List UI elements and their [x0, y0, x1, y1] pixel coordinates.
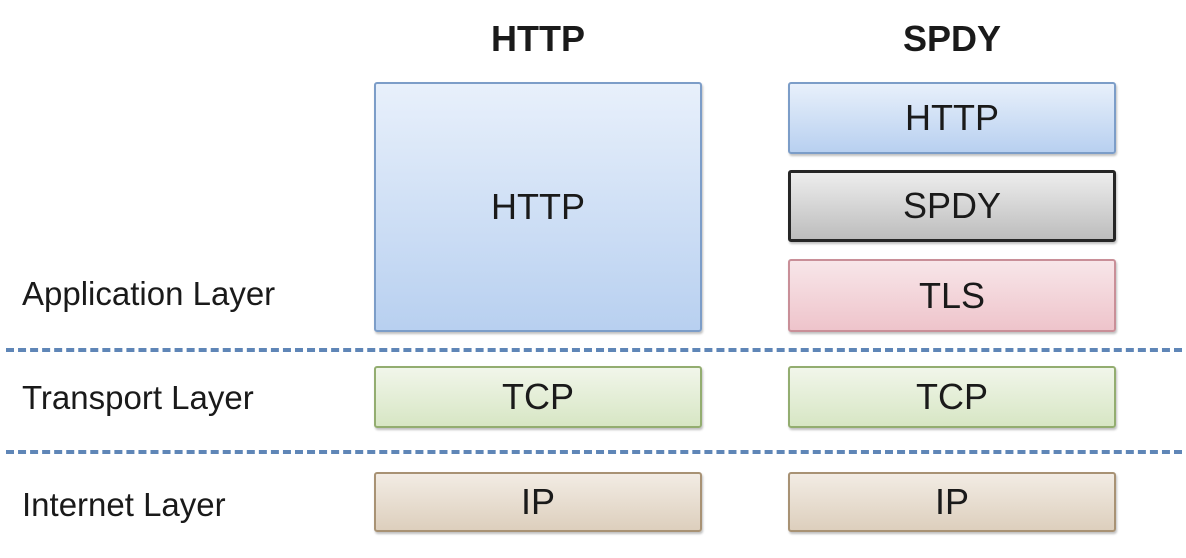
application-layer-label: Application Layer: [22, 275, 276, 312]
tls-box: TLS: [788, 259, 1116, 332]
http-ip-label: IP: [520, 481, 555, 522]
http-column-title: HTTP: [491, 18, 585, 59]
http-application-label: HTTP: [491, 186, 585, 227]
transport-layer-label: Transport Layer: [22, 379, 254, 416]
spdy-ip-box: IP: [788, 472, 1116, 532]
http-tcp-label: TCP: [502, 376, 574, 417]
http-tcp-box: TCP: [374, 366, 702, 428]
application-transport-divider: [6, 348, 1182, 352]
http-application-box: HTTP: [374, 82, 702, 332]
spdy-http-label: HTTP: [905, 97, 999, 138]
spdy-protocol-box: SPDY: [788, 170, 1116, 242]
spdy-protocol-label: SPDY: [902, 185, 1002, 226]
spdy-column-title: SPDY: [902, 18, 1002, 59]
spdy-tcp-box: TCP: [788, 366, 1116, 428]
internet-layer-label: Internet Layer: [22, 486, 226, 523]
spdy-http-box: HTTP: [788, 82, 1116, 154]
transport-internet-divider: [6, 450, 1182, 454]
tls-label: TLS: [918, 274, 986, 316]
spdy-tcp-label: TCP: [916, 376, 988, 417]
spdy-ip-label: IP: [934, 481, 969, 522]
http-ip-box: IP: [374, 472, 702, 532]
